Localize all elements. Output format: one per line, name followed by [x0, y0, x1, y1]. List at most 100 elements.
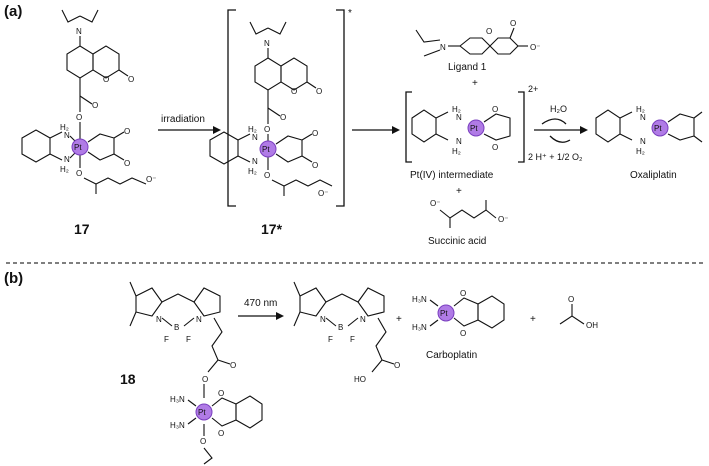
atom-pt: Pt [198, 408, 206, 417]
wavelength-label: 470 nm [244, 298, 277, 309]
atom-h3n: H₃N [412, 295, 427, 304]
curved-arrow-out [549, 135, 571, 143]
arrowhead-icon [276, 312, 284, 320]
atom-o: O [510, 19, 516, 28]
atom-h2: H₂ [636, 147, 645, 156]
atom-o-minus: O⁻ [530, 43, 540, 52]
atom-o: O [103, 75, 109, 84]
atom-b: B [338, 323, 343, 332]
atom-o-minus: O⁻ [318, 189, 328, 198]
atom-n: N [360, 315, 366, 324]
atom-h2: H₂ [248, 167, 257, 176]
atom-o: O [202, 375, 208, 384]
atom-o-minus: O⁻ [430, 199, 440, 208]
atom-f: F [350, 335, 355, 344]
atom-h2: H₂ [452, 147, 461, 156]
pt-atom-icon [195, 403, 213, 421]
atom-f: F [328, 335, 333, 344]
pt-atom-icon [651, 119, 669, 137]
succinic-acid-structure: O⁻ O⁻ [430, 199, 508, 228]
atom-h3n: H₃N [170, 421, 185, 430]
atom-n: N [76, 27, 82, 36]
atom-n: N [456, 137, 462, 146]
atom-o: O [200, 437, 206, 446]
carboplatin-structure: H₃N H₃N O O Pt [412, 289, 505, 338]
compound-18-structure: N N B F F O O H₃N H₃N O O O Pt [129, 281, 263, 465]
atom-n: N [640, 137, 646, 146]
atom-pt: Pt [74, 143, 82, 152]
byproducts-label: 2 H⁺ + 1/2 O₂ [528, 152, 583, 162]
plus-sign: + [396, 314, 402, 325]
atom-h2: H₂ [60, 165, 69, 174]
bodipy-product-structure: N N B F F O HO [293, 281, 400, 384]
atom-o: O [218, 429, 224, 438]
arrowhead-icon [392, 126, 400, 134]
atom-o: O [291, 87, 297, 96]
atom-n: N [196, 315, 202, 324]
succinic-acid-label: Succinic acid [428, 236, 486, 247]
atom-o: O [492, 105, 498, 114]
pt-atom-icon [437, 304, 455, 322]
atom-n: N [320, 315, 326, 324]
compound-17-star-structure: N O O O O H₂ N N H₂ O O O O⁻ Pt [209, 21, 333, 198]
atom-n: N [156, 315, 162, 324]
atom-h3n: H₃N [170, 395, 185, 404]
atom-pt: Pt [262, 145, 270, 154]
plus-sign: + [456, 186, 462, 197]
atom-h2: H₂ [248, 125, 257, 134]
charge-label: 2+ [528, 84, 538, 94]
pt-atom-icon [259, 140, 277, 158]
atom-pt: Pt [440, 309, 448, 318]
intermediate-right-bracket [518, 91, 525, 163]
carboplatin-label: Carboplatin [426, 350, 477, 361]
atom-o: O [76, 169, 82, 178]
atom-pt: Pt [470, 124, 478, 133]
arrowhead-icon [213, 126, 221, 134]
atom-o: O [312, 129, 318, 138]
atom-o: O [264, 125, 270, 134]
compound-17-star-label: 17* [261, 221, 283, 237]
pt-iv-intermediate-structure: H₂ N N H₂ O O Pt [411, 105, 511, 156]
atom-o-minus: O⁻ [498, 215, 508, 224]
pt-atom-icon [467, 119, 485, 137]
arrowhead-icon [580, 126, 588, 134]
intermediate-left-bracket [405, 91, 412, 163]
atom-o: O [394, 361, 400, 370]
acetic-acid-structure: O OH [559, 295, 598, 330]
atom-oh: OH [586, 321, 598, 330]
atom-o: O [76, 113, 82, 122]
atom-o: O [92, 101, 98, 110]
panel-b-label: (b) [4, 270, 23, 287]
excited-state-star: * [348, 8, 352, 19]
atom-n: N [640, 113, 646, 122]
atom-b: B [174, 323, 179, 332]
atom-f: F [164, 335, 169, 344]
panel-a-label: (a) [4, 3, 22, 20]
compound-17-label: 17 [74, 221, 90, 237]
atom-n: N [64, 131, 70, 140]
compound-18-label: 18 [120, 371, 136, 387]
ligand-1-label: Ligand 1 [448, 62, 487, 73]
atom-n: N [252, 157, 258, 166]
atom-o: O [280, 113, 286, 122]
atom-o: O [312, 161, 318, 170]
atom-o: O [124, 159, 130, 168]
atom-o: O [264, 171, 270, 180]
atom-o: O [124, 127, 130, 136]
plus-sign: + [472, 78, 478, 89]
ligand-1-structure: N O O O⁻ [415, 19, 540, 57]
atom-n: N [456, 113, 462, 122]
atom-o-minus: O⁻ [146, 175, 156, 184]
atom-n: N [252, 133, 258, 142]
left-bracket [227, 9, 236, 207]
plus-sign: + [530, 314, 536, 325]
atom-o: O [230, 361, 236, 370]
compound-17-structure: N O O O O H₂ N N H₂ O O O O [21, 9, 156, 194]
atom-o: O [486, 27, 492, 36]
right-bracket [336, 9, 345, 207]
atom-o: O [128, 75, 134, 84]
atom-o: O [316, 87, 322, 96]
atom-n: N [264, 39, 270, 48]
atom-o: O [568, 295, 574, 304]
